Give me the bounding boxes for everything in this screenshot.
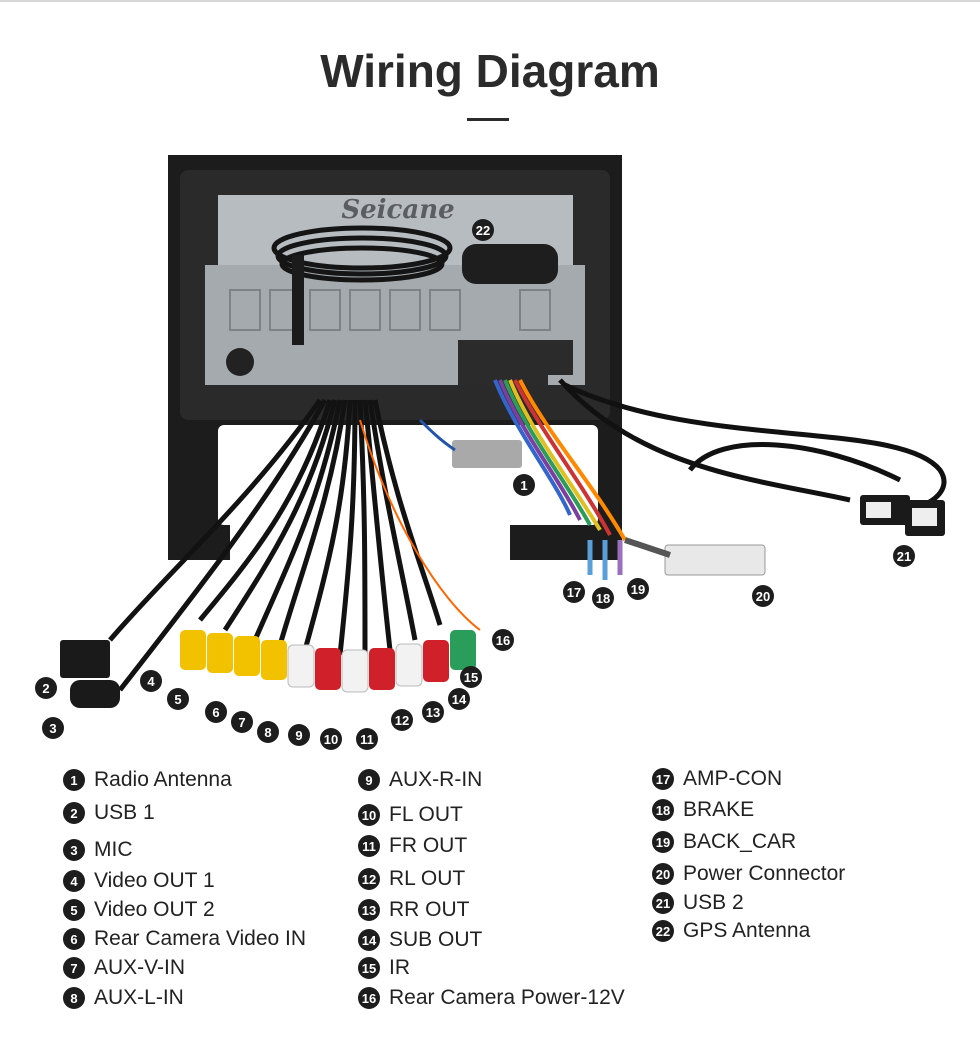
legend-label: RL OUT [389,867,466,890]
legend-item-7: 7 AUX-V-IN [63,956,185,980]
legend-item-6: 6 Rear Camera Video IN [63,927,306,951]
legend-label: GPS Antenna [683,919,811,942]
legend-item-11: 11 FR OUT [358,834,467,858]
legend-label: AUX-L-IN [94,986,184,1009]
legend-number: 18 [652,799,674,821]
legend-number: 6 [63,928,85,950]
legend-item-20: 20 Power Connector [652,862,845,886]
legend-label: AUX-R-IN [389,768,483,791]
legend-label: BACK_CAR [683,830,797,853]
marker-12: 12 [391,709,413,731]
top-divider [0,0,980,2]
legend-item-8: 8 AUX-L-IN [63,986,184,1010]
marker-17: 17 [563,581,585,603]
legend-item-2: 2 USB 1 [63,801,155,825]
legend-label: AMP-CON [683,767,783,790]
legend-number: 19 [652,831,674,853]
legend-item-15: 15 IR [358,956,410,980]
marker-10: 10 [320,728,342,750]
title-underline [467,118,509,121]
legend-label: USB 1 [94,801,155,824]
marker-4: 4 [140,670,162,692]
marker-16: 16 [492,629,514,651]
legend-number: 12 [358,868,380,890]
head-unit-illustration: Seicane [60,155,947,708]
legend-label: BRAKE [683,798,755,821]
legend-number: 3 [63,839,85,861]
marker-20: 20 [752,585,774,607]
legend-number: 14 [358,929,380,951]
legend-number: 4 [63,870,85,892]
marker-8: 8 [257,721,279,743]
legend-number: 20 [652,863,674,885]
legend-label: Power Connector [683,862,846,885]
legend-label: Rear Camera Power-12V [389,986,625,1009]
legend-item-5: 5 Video OUT 2 [63,898,215,922]
marker-18: 18 [592,587,614,609]
legend-label: FR OUT [389,834,468,857]
legend-number: 2 [63,802,85,824]
legend-number: 21 [652,892,674,914]
legend-number: 7 [63,957,85,979]
legend-item-4: 4 Video OUT 1 [63,869,215,893]
legend-number: 22 [652,920,674,942]
legend-number: 9 [358,769,380,791]
marker-9: 9 [288,724,310,746]
legend-item-9: 9 AUX-R-IN [358,768,482,792]
marker-21: 21 [893,545,915,567]
marker-6: 6 [205,701,227,723]
legend-number: 1 [63,769,85,791]
legend-item-16: 16 Rear Camera Power-12V [358,986,625,1010]
legend-number: 17 [652,768,674,790]
legend-item-3: 3 MIC [63,838,133,862]
legend-item-17: 17 AMP-CON [652,767,782,791]
legend-label: SUB OUT [389,928,483,951]
legend-item-12: 12 RL OUT [358,867,465,891]
brand-logo: Seicane [341,195,454,225]
legend-number: 5 [63,899,85,921]
legend-item-21: 21 USB 2 [652,891,744,915]
legend-label: Radio Antenna [94,768,232,791]
marker-13: 13 [422,701,444,723]
legend-item-14: 14 SUB OUT [358,928,482,952]
legend-label: USB 2 [683,891,744,914]
legend-label: MIC [94,838,133,861]
marker-5: 5 [167,688,189,710]
page-title: Wiring Diagram [320,45,660,97]
legend-label: FL OUT [389,803,463,826]
marker-7: 7 [231,711,253,733]
legend-label: IR [389,956,410,979]
legend-label: Rear Camera Video IN [94,927,307,950]
legend-number: 13 [358,899,380,921]
marker-19: 19 [627,578,649,600]
legend-number: 10 [358,804,380,826]
legend-item-18: 18 BRAKE [652,798,754,822]
legend-number: 16 [358,987,380,1009]
marker-15: 15 [460,666,482,688]
marker-11: 11 [356,728,378,750]
marker-3: 3 [42,717,64,739]
marker-14: 14 [448,688,470,710]
marker-22: 22 [472,219,494,241]
legend-item-13: 13 RR OUT [358,898,470,922]
marker-1: 1 [513,474,535,496]
legend-item-19: 19 BACK_CAR [652,830,796,854]
legend-number: 15 [358,957,380,979]
legend-number: 11 [358,835,380,857]
legend-number: 8 [63,987,85,1009]
legend-label: RR OUT [389,898,470,921]
legend-item-1: 1 Radio Antenna [63,768,232,792]
legend-label: AUX-V-IN [94,956,186,979]
legend-label: Video OUT 2 [94,898,215,921]
legend-item-22: 22 GPS Antenna [652,919,810,943]
marker-2: 2 [35,677,57,699]
legend-label: Video OUT 1 [94,869,215,892]
legend-item-10: 10 FL OUT [358,803,463,827]
